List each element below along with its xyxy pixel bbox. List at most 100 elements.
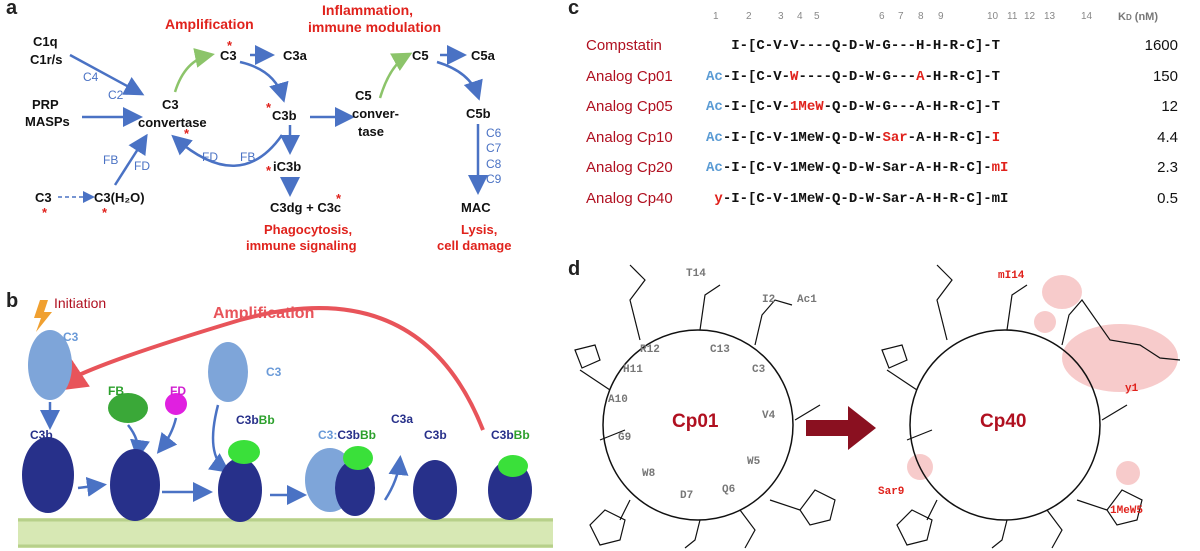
label-amplification-a: Amplification [165,16,254,32]
analog-kd: 1600 [1144,37,1178,54]
analog-sequence: Ac-I-[C-V-1MeW-Q-D-W-Sar-A-H-R-C]-I [706,130,1000,146]
label-c5-convertase-1: C5 [355,88,372,103]
label-lysis-1: Lysis, [461,222,498,237]
res-c3: C3 [752,364,766,376]
label-c3-c3bbb-c3b: C3b [337,428,361,442]
label-c3-c3bbb: C3:C3bBb [318,428,376,442]
arrow-c3h2o-to-convertase [113,133,148,186]
star-convertase: * [184,126,190,141]
label-c3b-b1: C3b [30,428,53,442]
label-c3a: C3a [283,48,307,63]
transformation-arrow [806,406,876,450]
cp40-ring [909,329,1101,521]
position-number: 10 [987,11,999,22]
analog-name: Analog Cp01 [586,67,673,85]
sequence-segment: -A-H-R-C]- [907,129,992,146]
panel-a-arrows [58,45,488,203]
label-c5-convertase-3: tase [358,124,385,139]
star-c3c: * [336,191,342,206]
analog-kd: 150 [1152,67,1178,85]
label-c3b-b2: C3b [424,428,447,442]
label-c3: C3 [220,48,237,63]
label-c1q: C1q [33,34,58,49]
res-y1: y1 [1125,383,1139,395]
sequence-segment: A [916,68,925,85]
position-number: 5 [814,11,820,22]
label-c4: C4 [83,70,99,84]
label-initiation: Initiation [54,295,107,311]
label-phagocytosis-2: immune signaling [246,238,357,253]
res-sar9: Sar9 [878,486,905,498]
label-c3-c3bbb-c3: C3: [318,428,338,442]
res-v4: V4 [762,410,776,422]
sequence-segment: W [790,68,799,85]
res-1mew5: 1MeW5 [1110,505,1144,517]
res-h11: H11 [623,364,643,376]
star-c3-tickover: * [42,205,48,220]
label-phagocytosis-1: Phagocytosis, [264,222,353,237]
sequence-segment: Ac [706,99,723,115]
label-fd-b: FD [170,384,186,398]
label-mac: MAC [461,200,491,215]
label-c3b: C3b [272,108,297,123]
panel-label-a: a [6,0,18,19]
res-mi14: mI14 [998,270,1025,282]
position-number: 4 [797,11,803,22]
res-w5: W5 [747,456,761,468]
c3bbb-protein-1 [218,458,262,522]
position-number: 12 [1024,11,1036,22]
analog-kd: 4.4 [1157,128,1178,146]
fd-protein [165,393,187,415]
res-r12: R12 [640,344,660,356]
c3b-protein-3 [413,460,457,520]
star-ic3b: * [266,163,272,178]
position-number: 6 [879,11,885,22]
c3-protein-2 [208,342,248,402]
cp01-ring [602,329,794,521]
label-cp40: Cp40 [980,411,1027,432]
membrane [18,518,553,548]
label-c3a-b: C3a [391,412,414,426]
label-c3-tickover: C3 [35,190,52,205]
label-c5: C5 [412,48,429,63]
sequence-segment: -I-[C-V-1MeW-Q-D-W-Sar-A-H-R-C]-mI [722,190,1009,207]
kd-header-unit: (nM) [1131,11,1158,23]
label-ic3b: iC3b [273,159,302,174]
analog-name: Analog Cp20 [586,159,673,176]
position-number: 11 [1007,11,1018,22]
panel-label-b: b [6,290,19,312]
label-c6: C6 [486,126,502,140]
label-lysis-2: cell damage [437,238,512,253]
analog-kd: 2.3 [1157,159,1178,176]
res-w8: W8 [642,468,656,480]
analog-sequence: I-[C-V-V----Q-D-W-G---H-H-R-C]-T [706,38,1000,54]
panel-label-c: c [568,0,580,19]
sequence-segment: Ac [706,160,723,176]
arrow-c1-to-convertase [69,53,145,96]
label-c3bbb-b2-bb: Bb [513,428,530,442]
res-g9: G9 [618,432,632,444]
label-c3bbb-b1: C3bBb [236,413,275,427]
fb-protein [108,393,148,423]
label-masps: MASPs [25,114,70,129]
label-prp: PRP [32,97,59,112]
position-number: 1 [713,11,719,22]
analog-name: Analog Cp40 [586,189,673,207]
label-c5-convertase-2: conver- [352,106,399,121]
sequence-segment: I [991,129,1001,146]
analog-sequence: Ac-I-[C-V-1MeW-Q-D-W-G---A-H-R-C]-T [706,99,1000,115]
label-c9: C9 [486,172,502,186]
label-c3bbb-b2: C3bBb [491,428,530,442]
star-c3: * [227,38,233,53]
res-c13: C13 [710,344,730,356]
label-c3bbb-b1-bb: Bb [258,413,275,427]
lightning-icon [34,300,52,332]
position-number: 2 [746,11,752,22]
label-c3-b1: C3 [63,330,79,344]
sequence-segment: ----Q-D-W-G--- [798,68,917,85]
sequence-segment: -I-[C-V-1MeW-Q-D-W- [722,129,883,146]
analog-name: Compstatin [586,37,662,54]
amplification-arrow [50,306,485,431]
label-c5b: C5b [466,106,491,121]
analog-sequence: Ac-I-[C-V-1MeW-Q-D-W-Sar-A-H-R-C]-mI [706,160,1008,176]
